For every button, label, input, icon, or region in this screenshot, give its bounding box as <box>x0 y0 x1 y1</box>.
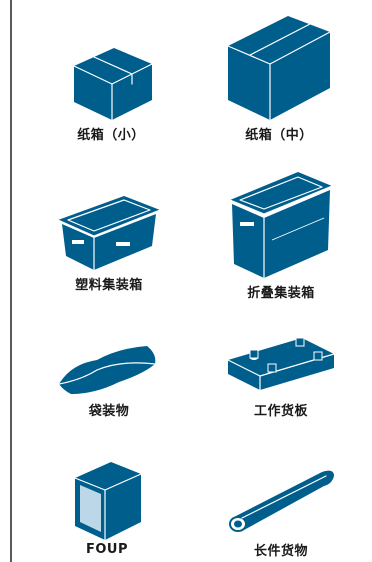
item-foup: FOUP <box>32 460 182 557</box>
left-frame-border <box>10 0 12 562</box>
foup-icon <box>74 462 142 541</box>
item-plastic-container: 塑料集装箱 <box>34 194 184 293</box>
item-work-pallet: 工作货板 <box>206 334 356 419</box>
work-pallet-icon <box>227 337 335 391</box>
item-folding-container: 折叠集装箱 <box>206 170 356 301</box>
item-label: 长件货物 <box>253 544 308 559</box>
item-label: 塑料集装箱 <box>75 278 143 293</box>
item-small-carton: 纸箱（小） <box>36 40 186 143</box>
long-cargo-icon <box>229 470 334 532</box>
item-label: 纸箱（中） <box>245 128 313 143</box>
item-label: 工作货板 <box>253 404 308 419</box>
item-long-cargo: 长件货物 <box>206 464 356 559</box>
item-medium-carton: 纸箱（中） <box>204 12 354 143</box>
item-label: 袋装物 <box>88 404 130 419</box>
item-label: 纸箱（小） <box>77 128 145 143</box>
folding-container-icon <box>229 172 333 279</box>
small-carton-box-icon <box>73 48 153 121</box>
item-label: 折叠集装箱 <box>247 286 315 301</box>
item-label: FOUP <box>85 542 128 557</box>
plastic-container-icon <box>57 196 161 271</box>
bag-icon <box>58 346 156 394</box>
medium-carton-box-icon <box>227 16 331 121</box>
item-bag: 袋装物 <box>34 340 184 419</box>
